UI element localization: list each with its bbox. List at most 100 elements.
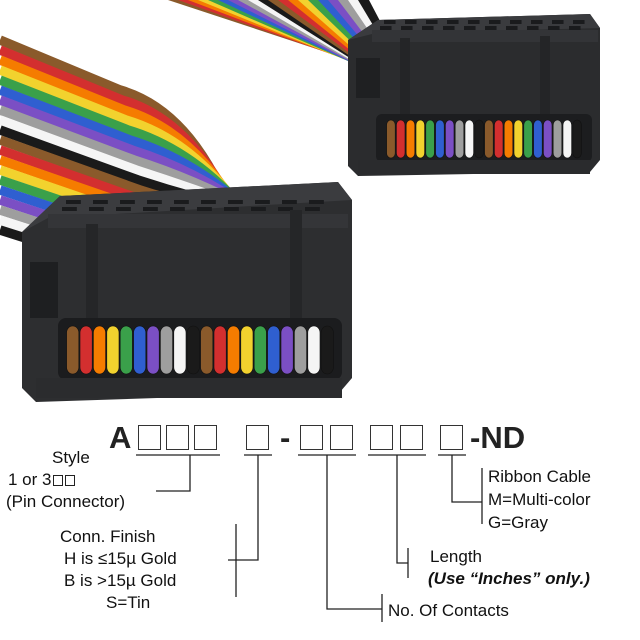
wire-end (119, 325, 133, 375)
pin-slot (380, 26, 392, 30)
digit-placeholder-icon (65, 475, 76, 486)
pin-slot (426, 20, 438, 24)
pin-slot (170, 207, 185, 211)
pin-slot (468, 20, 480, 24)
pin-slot (464, 26, 476, 30)
wire-end (386, 119, 396, 159)
conn-finish-option: B is >15µ Gold (64, 571, 177, 590)
pin-slot (174, 200, 189, 204)
idc-connector-front (22, 182, 352, 402)
connector-wire-ends (66, 325, 334, 375)
connector-top-slots (62, 200, 324, 211)
wire-end (523, 119, 533, 159)
wire-end (445, 119, 455, 159)
contacts-digit-box (300, 425, 323, 450)
pin-slot (66, 200, 81, 204)
wire-end (267, 325, 281, 375)
pin-slot (251, 207, 266, 211)
pin-slot (89, 207, 104, 211)
pin-slot (552, 20, 564, 24)
wire-end (79, 325, 93, 375)
wire-end (307, 325, 321, 375)
pin-slot (116, 207, 131, 211)
pin-slot (531, 20, 543, 24)
ribbon-digit-box (440, 425, 463, 450)
wire-end (415, 119, 425, 159)
style-option-line: (Pin Connector) (6, 492, 126, 511)
pin-slot (384, 20, 396, 24)
connector-wire-ends (386, 119, 582, 159)
wire-end (93, 325, 106, 375)
pin-slot (510, 20, 522, 24)
wire-end (494, 119, 504, 159)
finish-digit-box (246, 425, 269, 450)
pin-slot (93, 200, 108, 204)
style-digit-box (138, 425, 161, 450)
wire-end (454, 119, 465, 159)
wire-end (425, 119, 435, 159)
wire-end (106, 325, 120, 375)
pin-slot (282, 200, 297, 204)
wire-end (405, 119, 416, 159)
pin-slot (489, 20, 501, 24)
wire-end (133, 325, 147, 375)
pin-slot (573, 20, 585, 24)
pin-slot (62, 207, 77, 211)
digit-placeholder-icon (53, 475, 64, 486)
pin-slot (548, 26, 560, 30)
conn-finish-option: H is ≤15µ Gold (64, 549, 177, 568)
wire-end (562, 119, 572, 159)
wire-end (173, 325, 187, 375)
wire-end (213, 325, 227, 375)
pin-slot (197, 207, 212, 211)
wire-end (240, 325, 254, 375)
conn-finish-option: S=Tin (106, 593, 151, 612)
wire-end (294, 325, 307, 375)
wire-end (513, 119, 523, 159)
wire-end (543, 119, 553, 159)
ribbon-cable-option: G=Gray (488, 513, 548, 532)
wire-end (533, 119, 543, 159)
pin-slot (527, 26, 539, 30)
ribbon-cable-assembly-illustration (0, 0, 600, 402)
wire-end (200, 325, 214, 375)
pin-slot (224, 207, 239, 211)
style-label: Style (52, 448, 90, 467)
ribbon-cable-option: M=Multi-color (488, 490, 591, 509)
ribbon-cable-label: Ribbon Cable (488, 467, 592, 486)
pin-slot (309, 200, 324, 204)
pin-slot (485, 26, 497, 30)
wire-end (572, 119, 582, 159)
length-digit-box (370, 425, 393, 450)
length-label: Length (430, 547, 482, 566)
wire-end (474, 119, 484, 159)
style-option-line: 1 or 3 (8, 469, 76, 490)
connector-top-slots (380, 20, 585, 30)
pin-slot (447, 20, 459, 24)
wire-end (280, 325, 294, 375)
pin-slot (143, 207, 158, 211)
wire-end (66, 325, 80, 375)
wire-end (227, 325, 240, 375)
pin-slot (401, 26, 413, 30)
wire-end (552, 119, 563, 159)
pin-slot (405, 20, 417, 24)
conn-finish-label: Conn. Finish (60, 527, 156, 546)
pin-slot (443, 26, 455, 30)
pin-slot (147, 200, 162, 204)
wire-end (435, 119, 445, 159)
pin-slot (422, 26, 434, 30)
wire-end (320, 325, 334, 375)
pin-slot (201, 200, 216, 204)
pin-slot (569, 26, 581, 30)
wire-end (146, 325, 160, 375)
pin-slot (278, 207, 293, 211)
length-digit-box (400, 425, 423, 450)
pin-slot (506, 26, 518, 30)
pin-slot (120, 200, 135, 204)
style-digit-box (166, 425, 189, 450)
wire-end (396, 119, 406, 159)
pin-slot (228, 200, 243, 204)
style-digit-box (194, 425, 217, 450)
